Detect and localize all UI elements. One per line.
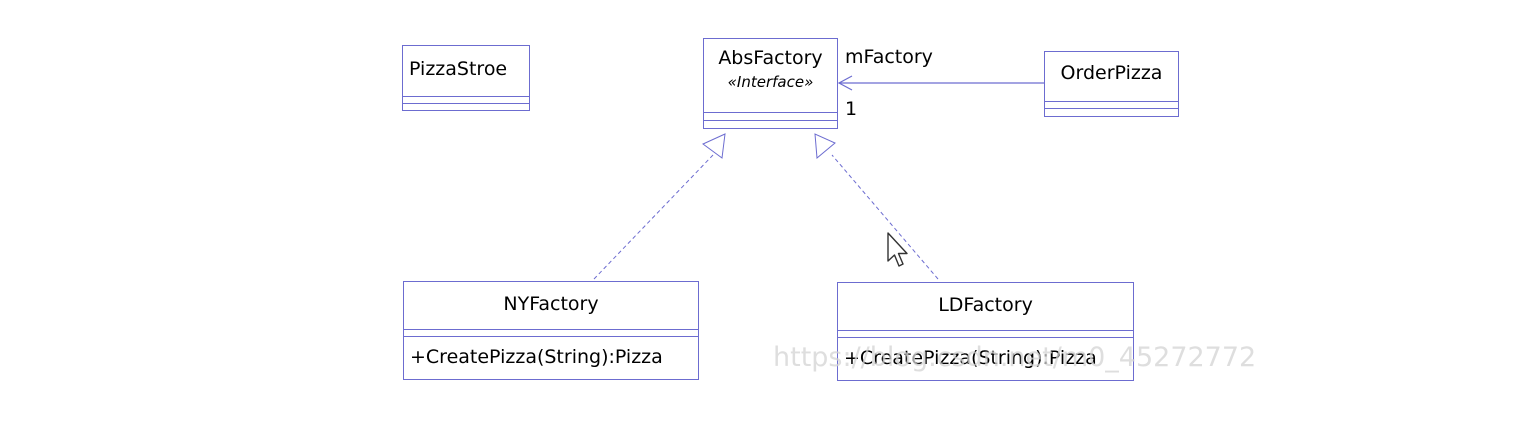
association-multiplicity-label: 1 [845, 98, 858, 120]
association-arrowhead [837, 75, 853, 91]
operations-compartment [704, 120, 837, 128]
class-orderpizza[interactable]: OrderPizza [1044, 51, 1179, 117]
operation-createpizza: +CreatePizza(String):Pizza [404, 336, 698, 379]
class-header: AbsFactory «Interface» [704, 39, 837, 112]
class-name: AbsFactory [718, 47, 823, 69]
realization-line-nyfactory [593, 154, 714, 280]
realization-arrowhead-nyfactory [702, 133, 726, 159]
class-stereotype: «Interface» [727, 73, 814, 91]
class-ldfactory[interactable]: LDFactory +CreatePizza(String):Pizza [837, 282, 1134, 381]
class-nyfactory[interactable]: NYFactory +CreatePizza(String):Pizza [403, 281, 699, 380]
class-header: LDFactory [838, 283, 1133, 330]
mouse-pointer-icon [887, 232, 908, 267]
watermark-text: https://blog.csdn.net/m0_45272772 [773, 342, 1257, 373]
class-pizzastroe[interactable]: PizzaStroe [402, 45, 530, 111]
operations-compartment [1045, 108, 1178, 115]
attributes-compartment [838, 330, 1133, 337]
class-name: PizzaStroe [409, 58, 508, 80]
class-name: OrderPizza [1060, 62, 1163, 84]
class-header: NYFactory [404, 282, 698, 329]
association-role-label: mFactory [845, 46, 933, 68]
attributes-compartment [1045, 101, 1178, 108]
class-name: LDFactory [938, 294, 1033, 316]
operation-createpizza: +CreatePizza(String):Pizza [838, 337, 1133, 380]
attributes-compartment [403, 96, 529, 103]
class-header: OrderPizza [1045, 52, 1178, 101]
realization-arrowhead-ldfactory [814, 133, 836, 159]
attributes-compartment [704, 112, 837, 120]
class-name: NYFactory [503, 293, 599, 315]
class-header: PizzaStroe [403, 46, 529, 96]
class-absfactory[interactable]: AbsFactory «Interface» [703, 38, 838, 129]
realization-line-ldfactory [831, 154, 939, 280]
attributes-compartment [404, 329, 698, 336]
operations-compartment [403, 103, 529, 110]
